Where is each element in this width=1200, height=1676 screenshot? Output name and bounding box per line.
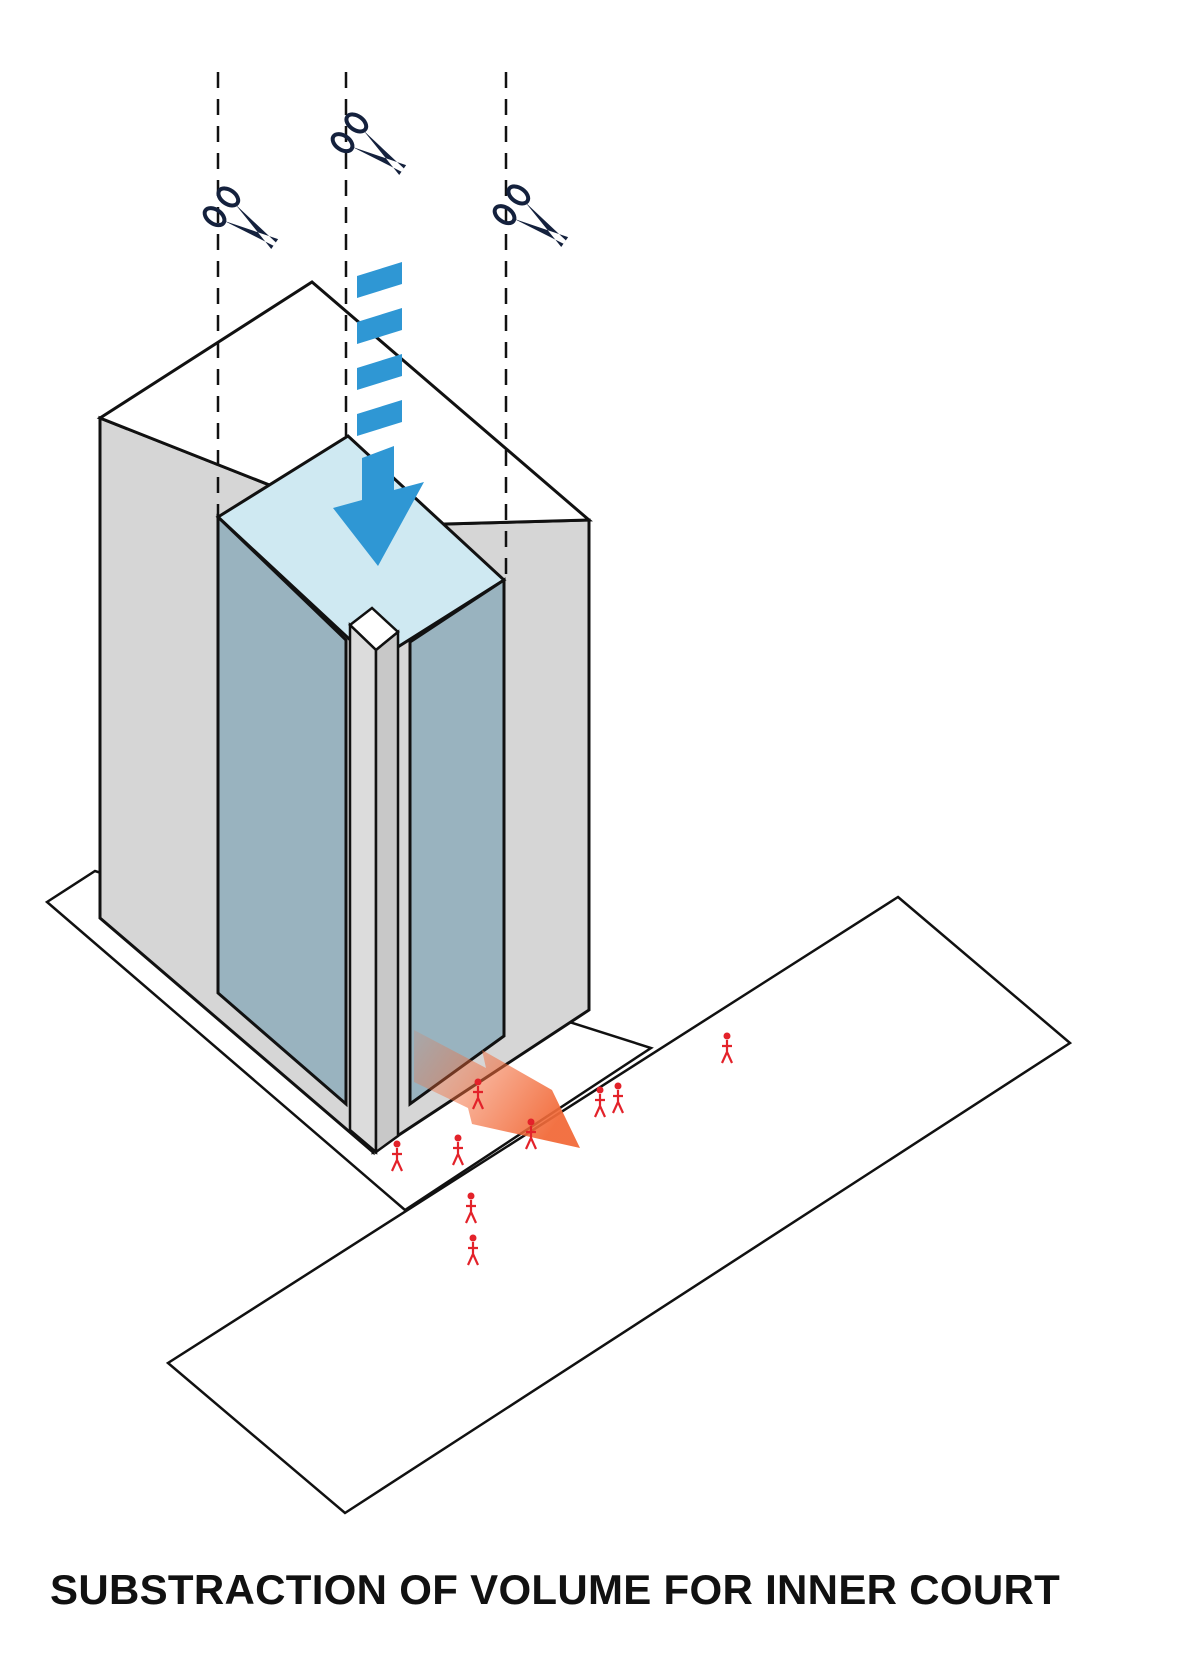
column-right-face [374, 629, 400, 1155]
scissors-icon [202, 186, 279, 249]
entrance-arrow-icon [414, 1030, 580, 1148]
scissors-icon [330, 112, 407, 175]
scissors-icon [492, 184, 569, 247]
down-arrow-icon [333, 262, 424, 566]
diagram-caption: SUBSTRACTION OF VOLUME FOR INNER COURT [50, 1566, 1061, 1613]
court-right-wall [408, 577, 506, 1107]
cut-lines [216, 72, 508, 580]
street-plaza [165, 895, 1073, 1515]
column-left-face [348, 622, 378, 1155]
court-left-wall [216, 513, 348, 1108]
